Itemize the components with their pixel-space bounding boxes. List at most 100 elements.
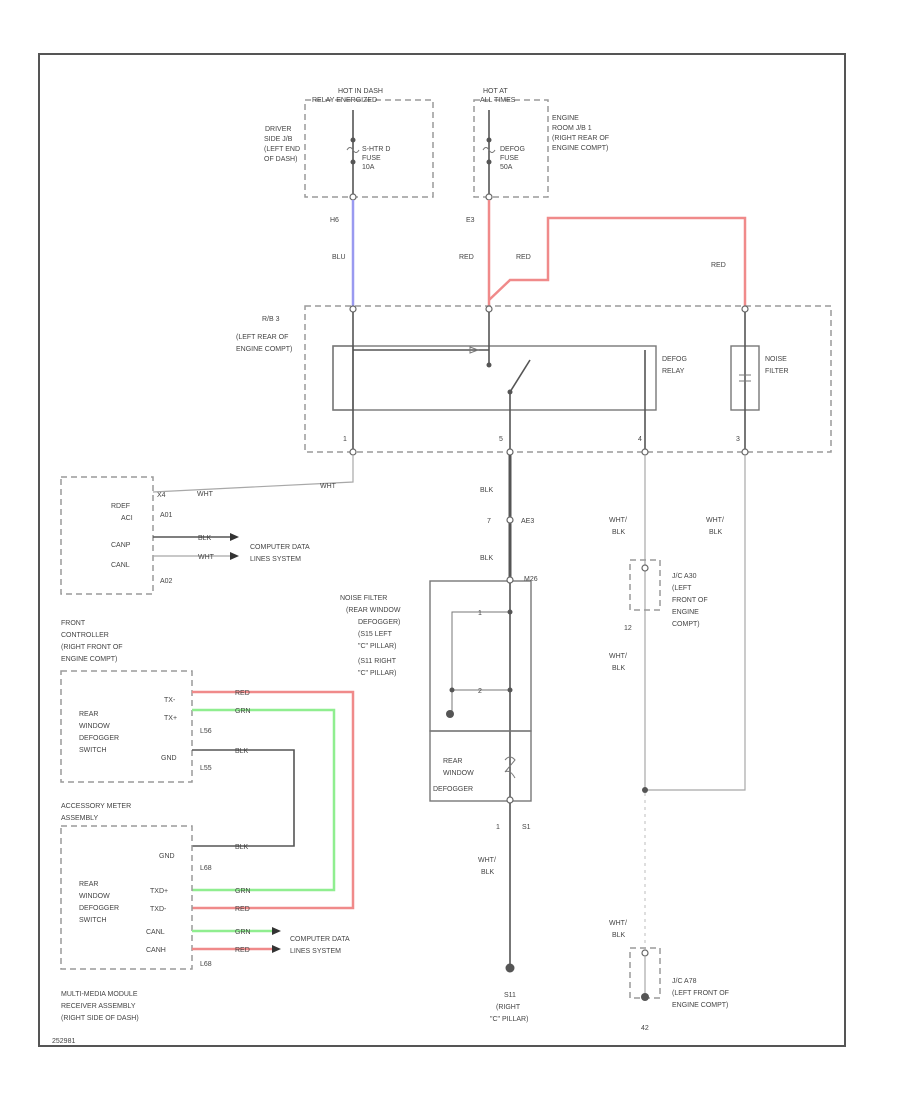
rear-noise-filter-line6: (S11 RIGHT	[358, 658, 397, 665]
rb3-pin-3: 3	[736, 436, 740, 443]
rear-noise-filter-loop	[451, 611, 510, 712]
mm-switch-pin-canl: CANL	[146, 929, 165, 936]
h6-connector: H6	[330, 217, 339, 224]
front-controller-pin-rdef: RDEF	[111, 503, 130, 510]
jc-a78-line3: ENGINE COMPT)	[672, 1002, 728, 1009]
defog-relay-line2: RELAY	[662, 368, 685, 375]
mm-switch-pin-txdp: TXD+	[150, 888, 168, 895]
rear-defogger-line1: REAR	[443, 758, 462, 765]
wht-blk-label-3a: WHT/	[609, 653, 627, 660]
mm-switch-line3: DEFOGGER	[79, 905, 119, 912]
red-wire-label-3: RED	[711, 262, 726, 269]
hot-all-line1: HOT AT	[483, 88, 508, 95]
ground-s11-line2: (RIGHT	[496, 1004, 521, 1011]
front-controller-pin-canl: CANL	[111, 562, 130, 569]
wht-blk-label-5a: WHT/	[609, 920, 627, 927]
rear-noise-filter-box	[429, 580, 532, 732]
relay-switch-blade	[509, 359, 531, 393]
dash-fuse-symbol	[346, 147, 360, 153]
mm-switch-line2: WINDOW	[79, 893, 110, 900]
mm-data-lines-1: COMPUTER DATA	[290, 936, 350, 943]
jc-a30-line1: J/C A30	[672, 573, 697, 580]
rb3-pin-noise	[741, 305, 749, 313]
wht-blk-label-4a: WHT/	[706, 517, 724, 524]
ae3-connector: AE3	[521, 518, 534, 525]
dash-fuse-bottom-dot	[350, 159, 356, 165]
rwd-switch-line3: DEFOGGER	[79, 735, 119, 742]
red-wire-branch	[488, 216, 747, 306]
mm-assembly-line1: MULTI-MEDIA MODULE	[61, 991, 138, 998]
rb3-pin-1: 1	[343, 436, 347, 443]
h6-terminal	[349, 193, 357, 201]
rwd-switch-line4: SWITCH	[79, 747, 107, 754]
rb3-out-4	[641, 448, 649, 456]
jc-a78-line1: J/C A78	[672, 978, 697, 985]
rear-noise-filter-line2: (REAR WINDOW	[346, 607, 401, 614]
jc-a78-pin: 42	[641, 1025, 649, 1032]
red-wire-label-a: RED	[235, 690, 250, 697]
rb-noise-filter-line1: NOISE	[765, 356, 787, 363]
front-controller-label-1: FRONT	[61, 620, 86, 627]
jc-a78-line2: (LEFT FRONT OF	[672, 990, 729, 997]
rear-defogger-line3: DEFOGGER	[433, 786, 473, 793]
mm-data-lines-2: LINES SYSTEM	[290, 948, 341, 955]
rear-noise-filter-d1: 1	[478, 610, 482, 617]
rb3-line3: ENGINE COMPT)	[236, 346, 292, 353]
rb3-out-3	[741, 448, 749, 456]
mm-assembly-line2: RECEIVER ASSEMBLY	[61, 1003, 136, 1010]
front-controller-pin-aci: ACI	[121, 515, 133, 522]
rdef-wire	[152, 455, 354, 493]
dash-fuse-top-dot	[350, 137, 356, 143]
defog-fuse-word: FUSE	[500, 155, 519, 162]
rwd-switch-l56: L56	[200, 728, 212, 735]
driver-jb-box	[304, 99, 434, 198]
rear-noise-filter-dot-c	[507, 609, 513, 615]
rear-defogger-box	[429, 730, 532, 802]
rb3-line2: (LEFT REAR OF	[236, 334, 288, 341]
dash-fuse-name: S-HTR D	[362, 146, 390, 153]
driver-jb-line3: (LEFT END	[264, 146, 300, 153]
ac-ground-junction	[642, 787, 648, 793]
rwd-switch-pin-txp: TX+	[164, 715, 177, 722]
ae3-pin: 7	[487, 518, 491, 525]
rear-defogger-symbol	[504, 756, 516, 779]
m26-terminal	[506, 576, 514, 584]
wht-blk-label-4b: BLK	[709, 529, 723, 536]
rear-noise-filter-line5: "C" PILLAR)	[358, 643, 396, 650]
wht-blk-label-1a: WHT/	[478, 857, 496, 864]
ground-s11-line1: S11	[504, 992, 516, 999]
jc-a30-box	[629, 559, 661, 611]
mm-switch-pin-canh: CANH	[146, 947, 166, 954]
red-wire-label-c: RED	[235, 947, 250, 954]
front-controller-label-2: CONTROLLER	[61, 632, 109, 639]
engine-jb-box	[473, 99, 549, 198]
wht-blk-label-2a: WHT/	[609, 517, 627, 524]
rear-noise-filter-dot-a	[449, 687, 455, 693]
s1-pin: 1	[496, 824, 500, 831]
rb3-out-5	[506, 448, 514, 456]
ground-a78	[641, 993, 649, 1001]
rwd-switch-line2: WINDOW	[79, 723, 110, 730]
relay-arrow	[469, 346, 480, 354]
mm-switch-l68b: L68	[200, 961, 212, 968]
defog-relay-coil	[332, 345, 354, 411]
txp-green-wire	[192, 708, 336, 892]
rear-noise-filter-line7: "C" PILLAR)	[358, 670, 396, 677]
red-wire-label-b: RED	[235, 906, 250, 913]
defog-relay-line1: DEFOG	[662, 356, 687, 363]
grn-wire-label-b: GRN	[235, 888, 251, 895]
defog-relay-box	[332, 345, 657, 411]
ae3-terminal	[506, 516, 514, 524]
mm-switch-pin-txdm: TXD-	[150, 906, 167, 913]
engine-jb-line3: (RIGHT REAR OF	[552, 135, 609, 142]
front-controller-a02: A02	[160, 578, 173, 585]
mm-switch-l68a: L68	[200, 865, 212, 872]
txm-red-wire	[192, 690, 355, 910]
m26-connector: M26	[524, 576, 538, 583]
defog-fuse-rating: 50A	[500, 164, 513, 171]
rwd-switch-pin-txm: TX-	[164, 697, 176, 704]
rb3-box	[304, 305, 832, 453]
mm-switch-box	[60, 825, 193, 970]
engine-jb-line2: ROOM J/B 1	[552, 125, 592, 132]
